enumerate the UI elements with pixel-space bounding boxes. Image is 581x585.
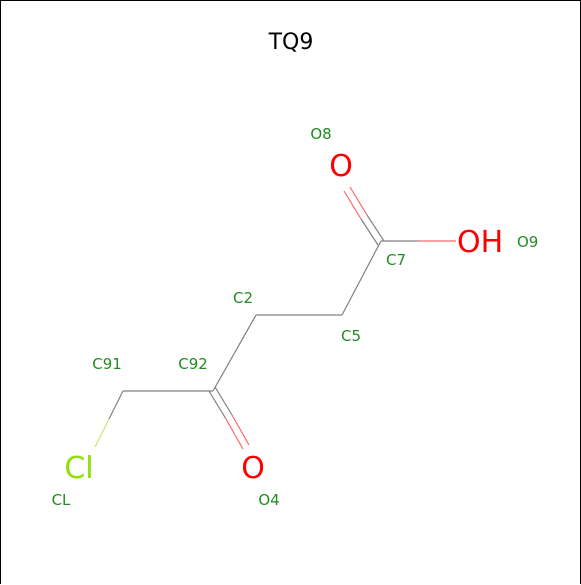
atom-o9-symbol: OH xyxy=(457,225,503,260)
atom-o4-symbol: O xyxy=(241,451,265,486)
bond-c2-c92 xyxy=(212,314,257,392)
bond-c91-cl xyxy=(94,390,124,448)
atom-o8-symbol: O xyxy=(329,149,353,184)
bond-c92-o4 xyxy=(208,386,250,450)
atom-label-c91: C91 xyxy=(92,355,122,373)
atom-label-cl: CL xyxy=(52,491,71,509)
atom-label-c7: C7 xyxy=(386,251,406,269)
atom-label-c92: C92 xyxy=(178,355,208,373)
bond-c7-c5 xyxy=(341,240,382,316)
atom-label-c2: C2 xyxy=(233,289,253,307)
bond-c7-o8 xyxy=(343,186,385,246)
atom-label-o4: O4 xyxy=(258,491,279,509)
atom-label-o9: O9 xyxy=(517,233,538,251)
molecule-title: TQ9 xyxy=(268,30,314,55)
atom-label-o8: O8 xyxy=(310,125,331,143)
atom-label-c5: C5 xyxy=(341,327,361,345)
atom-cl-symbol: Cl xyxy=(64,451,93,486)
